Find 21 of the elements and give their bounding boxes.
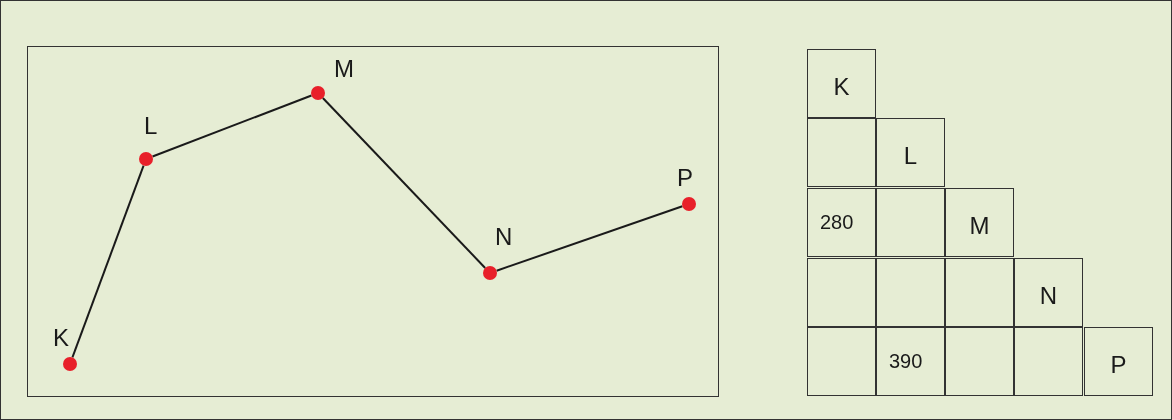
point-label: M bbox=[334, 57, 354, 81]
line-segment bbox=[321, 97, 487, 269]
point-label: K bbox=[53, 326, 69, 350]
line-segment bbox=[151, 94, 313, 158]
line-segment bbox=[495, 205, 684, 272]
table-cell: M bbox=[945, 188, 1014, 257]
point-dot bbox=[311, 86, 325, 100]
table-cell: P bbox=[1084, 327, 1153, 396]
point-dot bbox=[139, 152, 153, 166]
table-cell: N bbox=[1014, 258, 1083, 327]
point-label: L bbox=[144, 114, 158, 138]
point-dot bbox=[63, 357, 77, 371]
point-label: P bbox=[677, 166, 693, 190]
table-cell: 280 bbox=[807, 188, 876, 257]
table-cell: L bbox=[876, 118, 945, 187]
line-segment bbox=[71, 164, 145, 359]
point-dot bbox=[483, 266, 497, 280]
table-cell: 390 bbox=[876, 327, 945, 396]
point-label: N bbox=[495, 225, 513, 249]
table-cell: K bbox=[807, 49, 876, 118]
point-dot bbox=[682, 197, 696, 211]
